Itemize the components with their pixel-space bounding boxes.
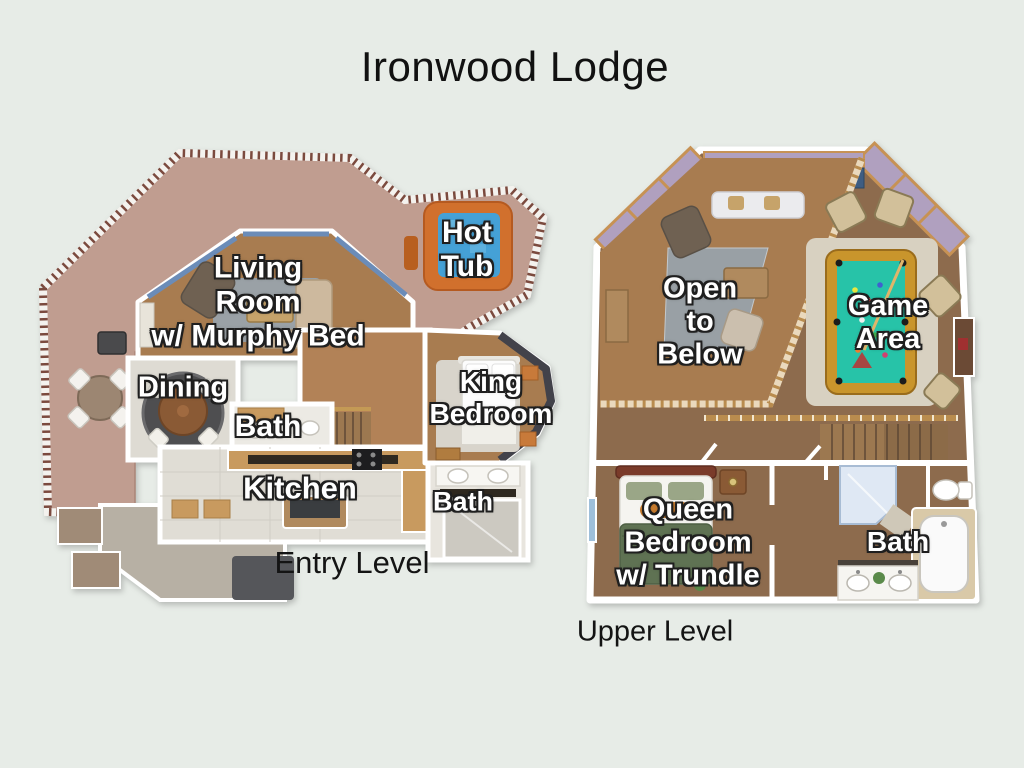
desk-icon xyxy=(605,289,629,343)
door-leaf xyxy=(700,442,718,464)
porch-step xyxy=(71,551,121,589)
door-mat-icon xyxy=(232,556,294,600)
ball-rack-icon xyxy=(852,352,872,368)
deck-railing-posts xyxy=(40,148,548,356)
label-line: Tub xyxy=(440,250,494,283)
label-bath-upper: Bath xyxy=(867,526,929,558)
shower-icon xyxy=(839,465,897,525)
kitchen-counter-icon xyxy=(401,469,431,533)
label-game-area: Game Area xyxy=(848,290,929,356)
label-line: Bath xyxy=(433,486,493,517)
label-line: Bath xyxy=(234,409,302,443)
label-open-to-below: Open to Below xyxy=(657,272,742,371)
label-line: Dining xyxy=(137,371,229,404)
coffee-table-below-icon xyxy=(723,267,769,299)
nightstand-icon xyxy=(519,431,537,447)
label-line: Hot xyxy=(442,215,492,249)
label-king-bedroom: King Bedroom xyxy=(430,366,553,430)
armchair-below-icon xyxy=(720,308,764,352)
bathtub-icon xyxy=(911,507,977,601)
tile-accent-strip xyxy=(440,489,516,497)
game-chair-icon xyxy=(825,187,962,410)
door-leaf xyxy=(804,444,822,464)
label-line: Kitchen xyxy=(243,470,357,506)
grill-icon xyxy=(97,331,127,355)
sink-icon xyxy=(447,468,469,484)
murphy-bed-cabinet-icon xyxy=(139,302,155,348)
bath-mat-icon xyxy=(879,504,917,540)
mudroom-bench-icon xyxy=(171,499,199,519)
pool-table-icon xyxy=(825,249,917,395)
toilet-icon xyxy=(932,479,973,501)
sink-icon xyxy=(487,468,509,484)
label-hot-tub: Hot Tub xyxy=(441,216,494,284)
recliner-icon xyxy=(180,261,236,319)
bath-vanity-icon xyxy=(237,407,285,423)
billiard-balls-icon xyxy=(852,282,893,358)
label-bath-ensuite: Bath xyxy=(433,487,493,518)
shower-glass-icon xyxy=(451,505,513,553)
label-living-room: Living Room w/ Murphy Bed xyxy=(151,252,364,355)
stairs-icon xyxy=(820,424,948,460)
upper-level-plan xyxy=(586,141,980,604)
kitchen-island-icon xyxy=(282,495,348,529)
nightstand-icon xyxy=(719,469,747,495)
label-line: Game xyxy=(847,289,929,322)
label-line: King xyxy=(459,366,523,398)
label-line: to xyxy=(686,305,714,338)
desk-icon xyxy=(953,317,975,377)
stove-icon xyxy=(352,449,382,470)
label-line: Bedroom xyxy=(429,398,553,429)
mudroom-bench-icon xyxy=(203,499,231,519)
sofa-below-icon xyxy=(711,191,805,219)
label-bath-main: Bath xyxy=(235,410,302,444)
label-line: Bath xyxy=(866,526,930,558)
label-line: Open xyxy=(662,272,738,305)
label-queen-bedroom: Queen Bedroom w/ Trundle xyxy=(616,493,759,592)
bay-window-icon xyxy=(146,235,238,300)
toilet-icon xyxy=(300,420,320,436)
hot-tub-icon xyxy=(404,201,513,291)
entry-level-plan xyxy=(39,148,556,602)
coffee-table-icon xyxy=(246,297,294,323)
label-dining: Dining xyxy=(138,371,228,404)
double-vanity-icon xyxy=(837,560,919,601)
patio-table-icon xyxy=(67,368,133,429)
loft-railing-posts xyxy=(600,156,866,408)
queen-bed-icon xyxy=(615,465,717,585)
bay-window-icon xyxy=(334,236,408,297)
king-bed-icon xyxy=(458,356,520,445)
label-line: Area xyxy=(855,323,921,355)
label-line: w/ Murphy Bed xyxy=(151,320,365,354)
label-line: Living xyxy=(213,251,303,285)
dining-chair-icon xyxy=(147,377,219,449)
entry-level-caption: Entry Level xyxy=(274,545,430,580)
label-line: Below xyxy=(657,338,743,371)
cue-stick-icon xyxy=(862,259,905,351)
sink-icon xyxy=(248,425,262,439)
label-line: Bedroom xyxy=(624,526,752,559)
label-line: Queen xyxy=(642,493,734,526)
label-line: w/ Trundle xyxy=(616,559,760,592)
porch-step xyxy=(57,507,103,545)
window-icon xyxy=(587,497,597,543)
nightstand-icon xyxy=(521,365,539,381)
label-kitchen: Kitchen xyxy=(243,470,357,505)
dresser-icon xyxy=(435,447,461,461)
page-title: Ironwood Lodge xyxy=(360,43,670,90)
plant-icon xyxy=(694,579,706,591)
upper-level-caption: Upper Level xyxy=(576,615,734,648)
kitchen-counter-top-icon xyxy=(248,455,398,464)
dining-centerpiece-icon xyxy=(177,405,189,417)
label-line: Room xyxy=(215,285,301,319)
recliner-below-icon xyxy=(660,205,712,259)
